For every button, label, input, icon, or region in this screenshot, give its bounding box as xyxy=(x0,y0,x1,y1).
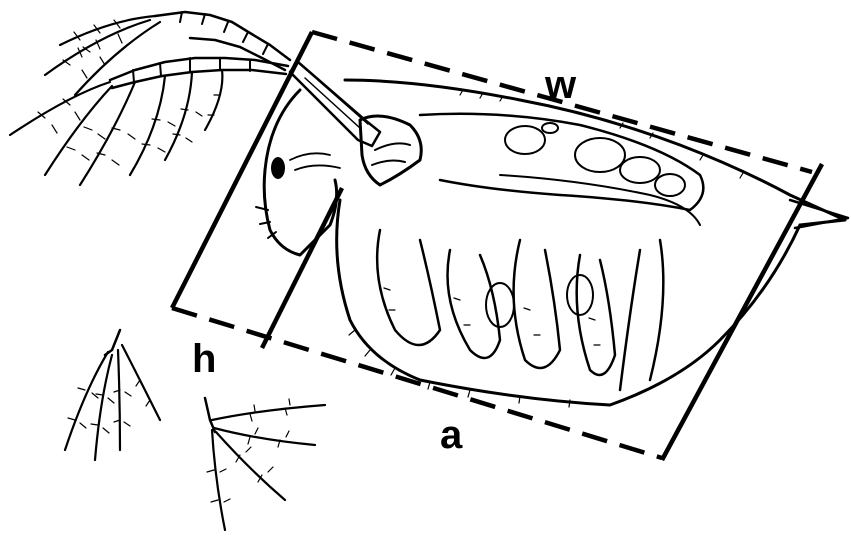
h-inner-line xyxy=(262,188,342,348)
a-label: a xyxy=(440,413,463,457)
body-carapace xyxy=(256,80,848,407)
upper-antenna xyxy=(10,12,380,185)
w-label: w xyxy=(544,63,577,107)
compound-eye xyxy=(271,157,285,179)
dimension-w: w xyxy=(312,32,812,172)
h-label: h xyxy=(192,337,216,381)
